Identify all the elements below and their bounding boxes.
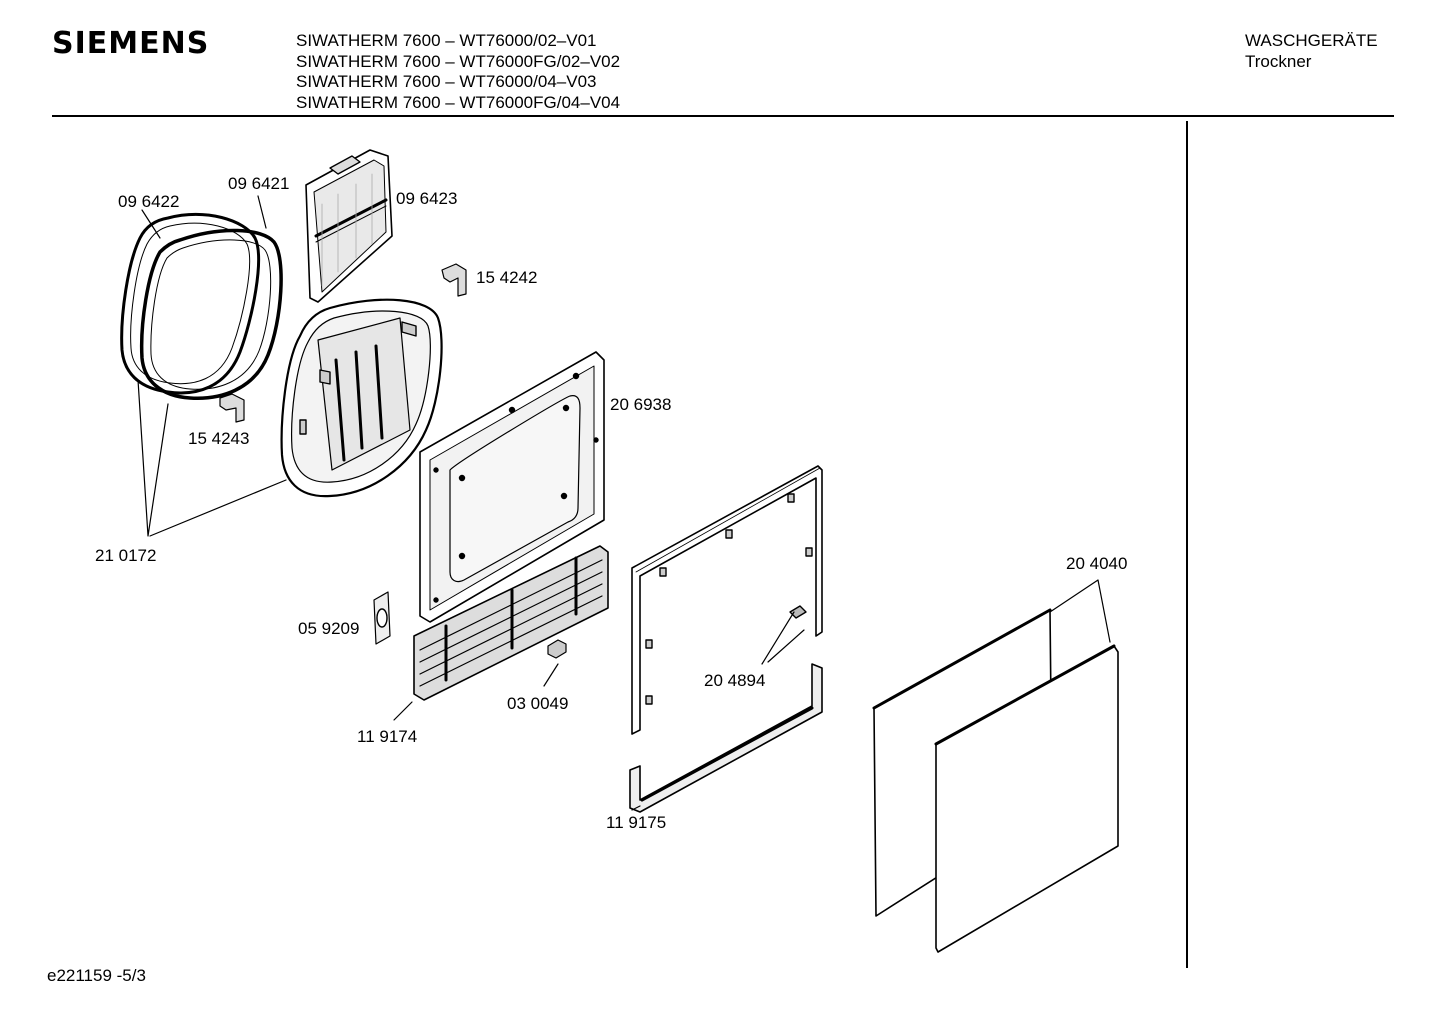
hinge-154242 (441, 263, 467, 297)
part-label-059209: 05 9209 (298, 619, 359, 638)
clip-030049 (547, 639, 567, 659)
vent-grille-119174 (413, 545, 609, 701)
part-label-206938: 20 6938 (610, 395, 671, 414)
drawing-id: e221159 -5/3 (47, 966, 146, 985)
outer-frame (631, 465, 823, 735)
part-label-096421: 09 6421 (228, 174, 289, 193)
door-frame-206938 (419, 351, 605, 623)
glass-panels-204040 (872, 608, 1119, 953)
lint-filter-096423 (305, 149, 393, 303)
siemens-logo: SIEMENS (52, 26, 210, 61)
bottom-rail-119175 (629, 663, 823, 813)
header-divider (52, 115, 1394, 117)
category-block: WASCHGERÄTE Trockner (1245, 31, 1378, 72)
category-label: WASCHGERÄTE (1245, 31, 1378, 50)
part-label-119174: 11 9174 (357, 727, 417, 746)
part-label-204894: 20 4894 (704, 671, 765, 690)
hinge-154243 (219, 393, 245, 423)
lock-plate-059209 (373, 591, 391, 645)
gasket-096422 (120, 212, 261, 395)
side-divider (1186, 121, 1188, 968)
part-label-204040: 20 4040 (1066, 554, 1127, 573)
part-label-154243: 15 4243 (188, 429, 249, 448)
part-label-210172: 21 0172 (95, 546, 156, 565)
inner-door (280, 298, 443, 498)
part-label-030049: 03 0049 (507, 694, 568, 713)
model-line: SIWATHERM 7600 – WT76000/02–V01 (296, 31, 597, 50)
part-label-154242: 15 4242 (476, 268, 537, 287)
subcategory-label: Trockner (1245, 51, 1312, 71)
model-line: SIWATHERM 7600 – WT76000FG/04–V04 (296, 92, 621, 112)
part-label-119175: 11 9175 (606, 813, 666, 832)
leader-lines (137, 195, 1111, 811)
model-line: SIWATHERM 7600 – WT76000FG/02–V02 (296, 51, 621, 71)
part-label-096422: 09 6422 (118, 192, 179, 211)
part-labels: 09 6422 09 6421 09 6423 15 4242 15 4243 … (95, 174, 1127, 832)
part-label-096423: 09 6423 (396, 189, 457, 208)
model-list: SIWATHERM 7600 – WT76000/02–V01 SIWATHER… (296, 31, 620, 113)
gasket-096421 (139, 228, 283, 400)
model-line: SIWATHERM 7600 – WT76000/04–V03 (296, 72, 597, 91)
